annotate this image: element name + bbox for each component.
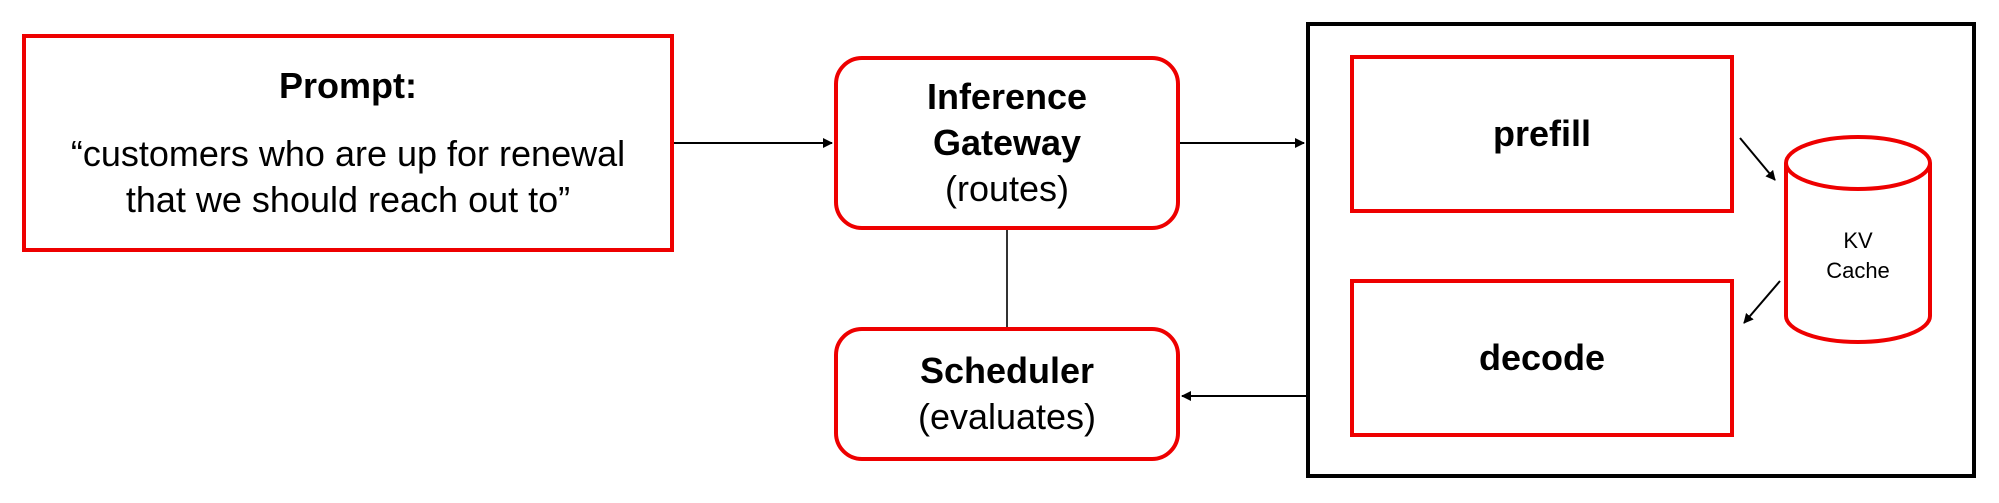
arrow-cache-to-decode	[1743, 280, 1781, 324]
gateway-title-line1: Inference	[926, 76, 1088, 117]
prompt-text-line1: “customers who are up for renewal	[70, 133, 626, 174]
prompt-heading: Prompt:	[279, 65, 417, 106]
kv-cache-cylinder: KV Cache	[1784, 135, 1932, 344]
scheduler-title: Scheduler	[919, 350, 1095, 391]
inference-gateway-box: Inference Gateway (routes)	[834, 56, 1180, 230]
kv-cache-label-line2: Cache	[1826, 258, 1890, 283]
scheduler-subtitle: (evaluates)	[917, 396, 1097, 437]
decode-box: decode	[1350, 279, 1734, 437]
kv-cache-label-line1: KV	[1843, 228, 1873, 253]
prompt-text-line2: that we should reach out to”	[125, 179, 571, 220]
prefill-box: prefill	[1350, 55, 1734, 213]
scheduler-box: Scheduler (evaluates)	[834, 327, 1180, 461]
prefill-label: prefill	[1492, 113, 1591, 154]
prompt-box: Prompt: “customers who are up for renewa…	[22, 34, 674, 252]
decode-label: decode	[1478, 337, 1606, 378]
gateway-title-line2: Gateway	[932, 122, 1082, 163]
gateway-subtitle: (routes)	[944, 168, 1070, 209]
arrow-prefill-to-cache	[1739, 137, 1776, 181]
